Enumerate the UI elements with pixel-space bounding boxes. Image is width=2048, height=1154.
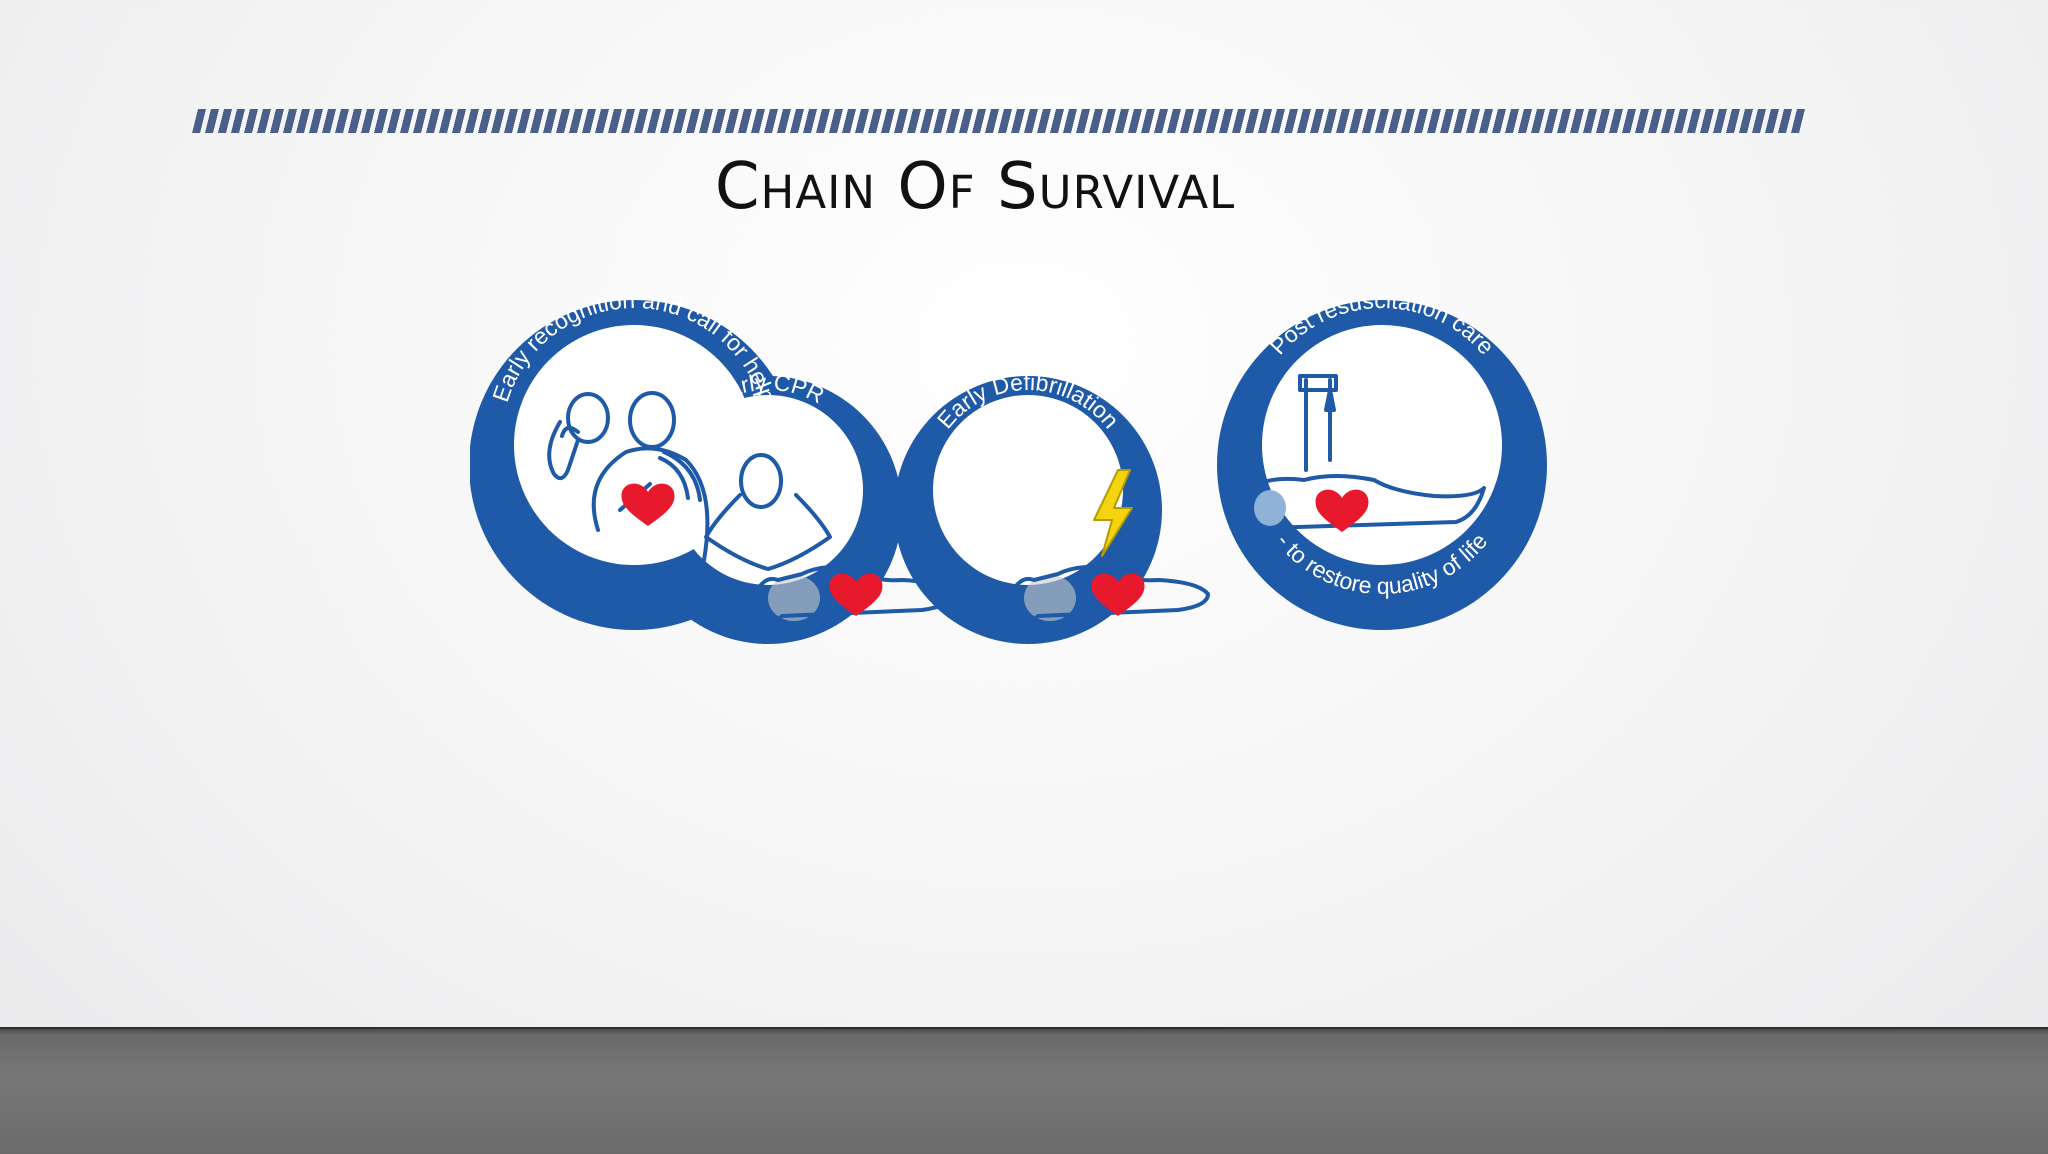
- defibrillation-icon: [1011, 469, 1210, 622]
- chain-of-survival-diagram: Early recognition and call for help - to…: [470, 287, 1547, 644]
- floor-band: [0, 1027, 2048, 1154]
- call-for-help-icon: [547, 391, 710, 562]
- cpr-icon: [704, 453, 954, 622]
- post-care-icon: [1240, 374, 1486, 532]
- decorative-stripe: [192, 109, 1806, 133]
- page-title: Chain Of Survival: [714, 150, 1236, 224]
